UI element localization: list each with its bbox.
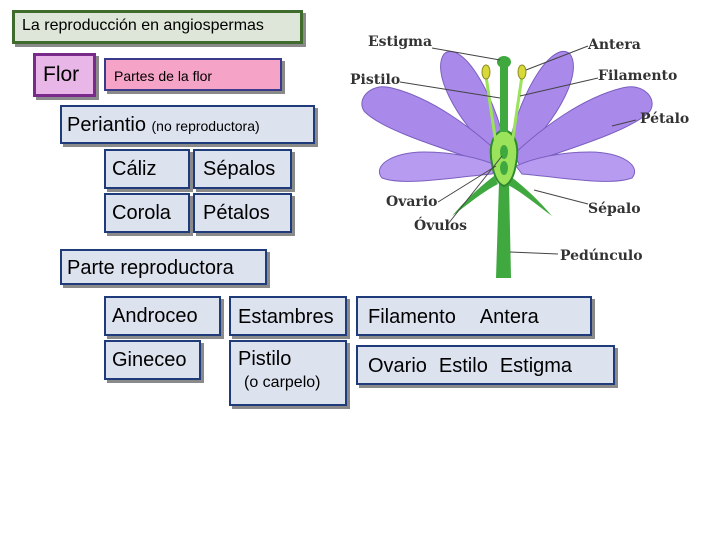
petal-right: [513, 86, 653, 167]
estilo-text: Estilo: [438, 355, 488, 377]
leader-ovario: [437, 165, 497, 203]
ovule-2: [500, 161, 508, 175]
label-pedunculo: Pedúnculo: [560, 248, 643, 264]
label-filamento: Filamento: [598, 68, 677, 84]
antera-text: Antera: [479, 306, 539, 328]
leader-filamento: [519, 77, 599, 97]
back-petal-left: [440, 51, 507, 159]
label-petalo: Pétalo: [640, 111, 689, 127]
label-ovario: Ovario: [386, 194, 437, 210]
flor-box: Flor: [33, 53, 96, 97]
stigma-shape: [497, 56, 511, 68]
petalos-box: Pétalos: [193, 193, 292, 233]
leader-ovulos: [447, 155, 503, 225]
filament-left: [484, 75, 498, 145]
filamento-antera-box: Filamento Antera: [356, 296, 592, 336]
periantio-label: Periantio: [67, 114, 146, 136]
label-pistilo: Pistilo: [350, 72, 400, 88]
periantio-note: (no reproductora): [151, 118, 260, 134]
style-shape: [500, 64, 508, 132]
caliz-box: Cáliz: [104, 149, 190, 189]
filamento-text: Filamento: [368, 306, 456, 328]
partes-box: Partes de la flor: [104, 58, 282, 91]
androceo-box: Androceo: [104, 296, 221, 336]
pistilo-box: Pistilo (o carpelo): [229, 340, 347, 406]
peduncle-shape: [496, 182, 511, 278]
petal-lower-right: [515, 151, 635, 182]
label-estigma: Estigma: [368, 34, 432, 50]
ovario-text: Ovario: [368, 355, 427, 377]
parte-reproductora-box: Parte reproductora: [60, 249, 267, 285]
leader-pistilo: [399, 81, 501, 99]
anther-right: [517, 64, 527, 80]
leader-pedunculo: [509, 251, 559, 255]
leader-estigma: [431, 47, 501, 61]
gineceo-box: Gineceo: [104, 340, 201, 380]
leader-petalo: [611, 119, 637, 127]
pistilo-label: Pistilo: [238, 348, 292, 370]
label-sepalo: Sépalo: [588, 201, 641, 217]
petal-left: [361, 86, 501, 167]
petal-lower-left: [379, 151, 499, 182]
corola-box: Corola: [104, 193, 190, 233]
pistilo-note: (o carpelo): [244, 374, 321, 391]
estambres-box: Estambres: [229, 296, 347, 336]
label-ovulos: Óvulos: [414, 216, 467, 234]
leader-antera: [525, 45, 589, 71]
flower-diagram: Estigma Antera Pistilo Filamento Pétalo …: [342, 16, 692, 278]
periantio-box: Periantio (no reproductora): [60, 105, 315, 144]
filament-right: [510, 75, 524, 145]
ovule-1: [500, 145, 508, 159]
leader-sepalo: [533, 189, 589, 205]
sepalos-box: Sépalos: [193, 149, 292, 189]
page-title: La reproducción en angiospermas: [12, 10, 303, 44]
ovario-estilo-estigma-box: Ovario Estilo Estigma: [356, 345, 615, 385]
anther-left: [481, 64, 491, 80]
estigma-text: Estigma: [499, 355, 573, 377]
sepal-left: [452, 176, 498, 216]
sepal-right: [506, 176, 552, 216]
label-antera: Antera: [587, 37, 641, 53]
